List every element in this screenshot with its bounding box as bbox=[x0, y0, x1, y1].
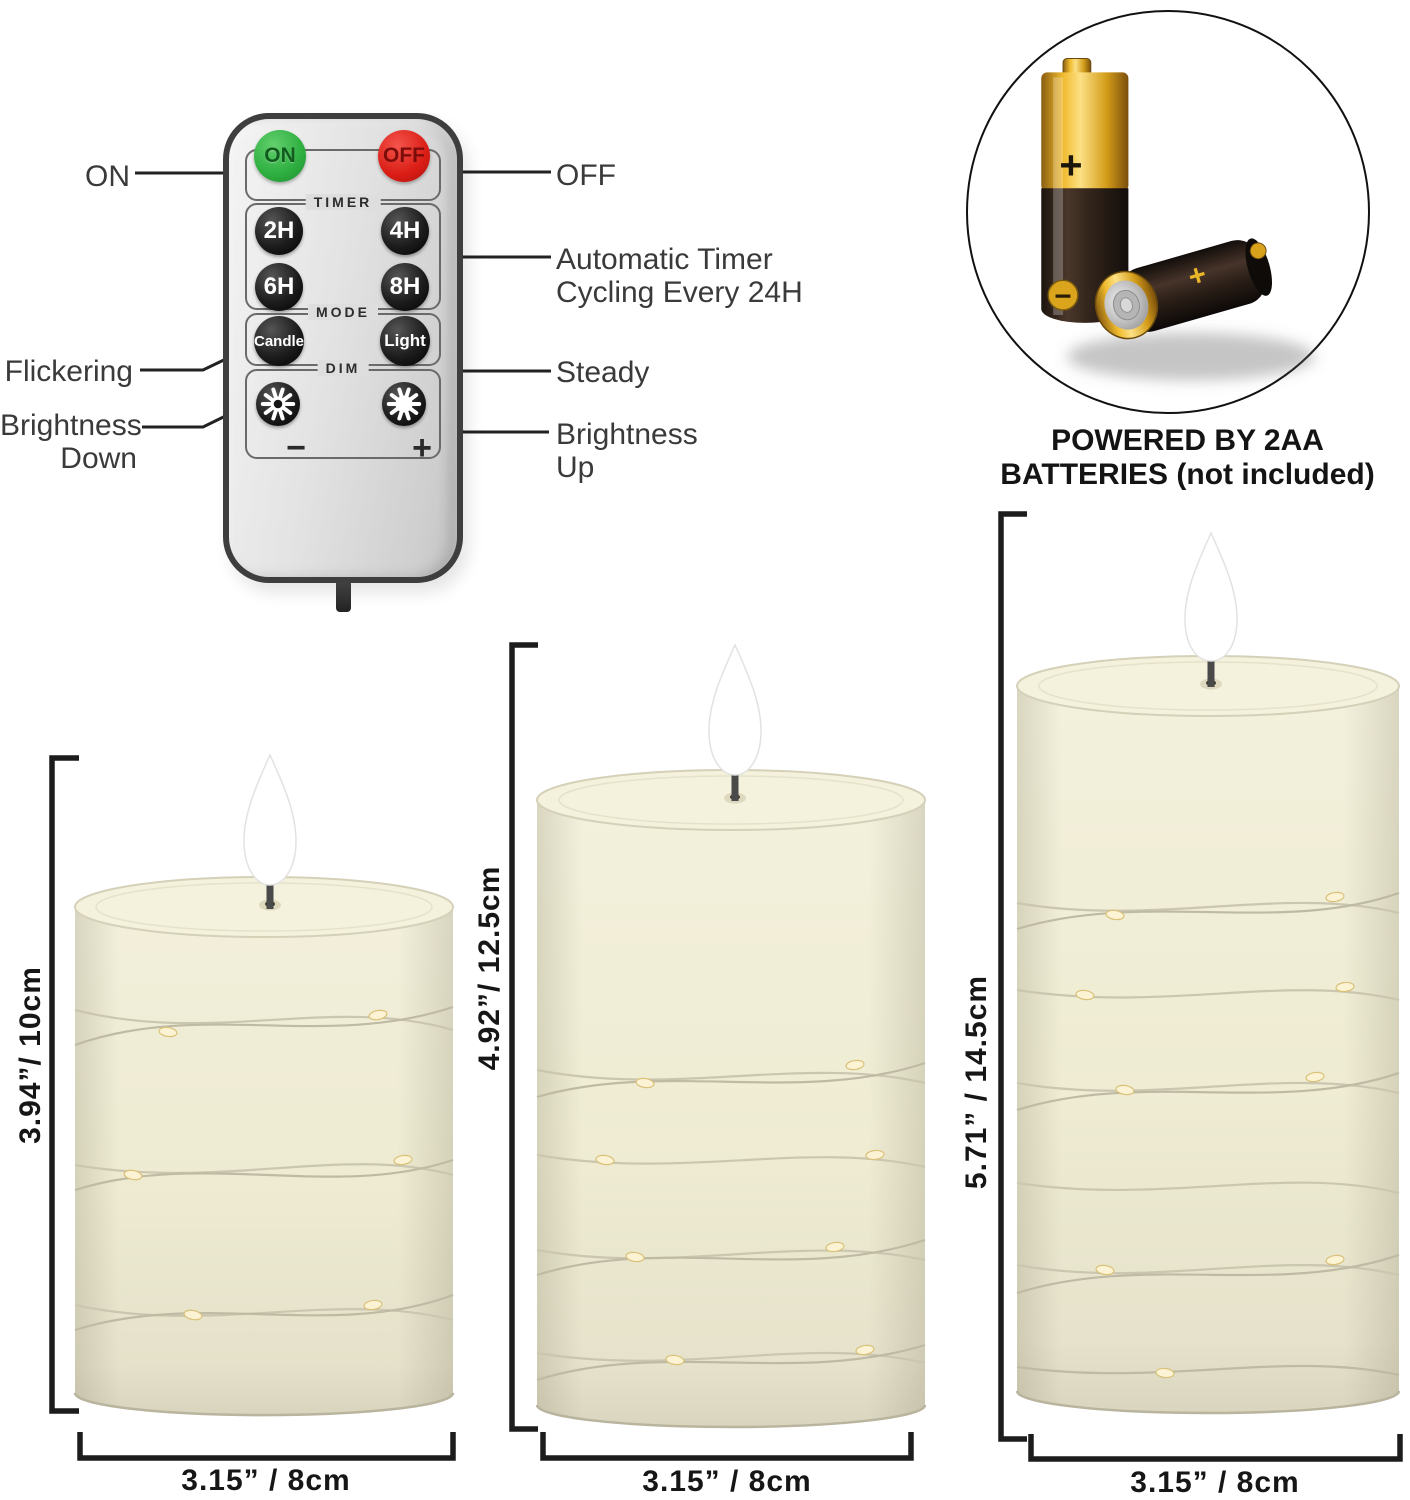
callout-brightness-down-line2: Down bbox=[60, 442, 137, 475]
candle-medium-string-lights bbox=[536, 1059, 926, 1382]
remote-mode-section: MODE Candle Light bbox=[245, 304, 441, 366]
brightness-down-button bbox=[256, 382, 300, 426]
width-label-small: 3.15” / 8cm bbox=[181, 1464, 351, 1497]
timer-section-label: TIMER bbox=[305, 194, 381, 210]
timer-button-2h: 2H bbox=[255, 207, 303, 255]
callout-brightness-down-line1: Brightness bbox=[0, 409, 142, 442]
dim-section-label: DIM bbox=[317, 360, 369, 376]
callout-label-timer: Automatic Timer Cycling Every 24H bbox=[556, 243, 803, 309]
flame-icon bbox=[1184, 531, 1238, 662]
led-beads bbox=[595, 1059, 885, 1366]
led-beads bbox=[1075, 891, 1355, 1379]
timer-button-4h: 4H bbox=[381, 207, 429, 255]
light-mode-button: Light bbox=[380, 316, 430, 366]
callout-brightness-up-line2: Up bbox=[556, 451, 595, 484]
candle-small-wick-flame bbox=[243, 753, 297, 911]
candle-large-body bbox=[1015, 655, 1401, 1415]
callout-label-flickering: Flickering bbox=[4, 355, 133, 388]
callout-label-steady: Steady bbox=[556, 356, 650, 389]
candle-large bbox=[1015, 531, 1401, 1415]
timer-button-8h: 8H bbox=[381, 263, 429, 311]
battery-caption: POWERED BY 2AA BATTERIES (not included) bbox=[985, 424, 1390, 492]
candle-mode-label: Candle bbox=[254, 332, 305, 350]
candle-small-body bbox=[73, 876, 455, 1417]
candle-small-string-lights bbox=[74, 1005, 454, 1332]
height-label-large-text: 5.71” / 14.5cm bbox=[960, 974, 993, 1190]
callout-label-on: ON bbox=[85, 160, 130, 193]
candle-medium-body bbox=[535, 769, 927, 1429]
timer-6h-label: 6H bbox=[263, 273, 295, 300]
timer-4h-label: 4H bbox=[389, 217, 421, 244]
battery-bubble: + − + bbox=[966, 10, 1370, 414]
candle-small bbox=[73, 753, 455, 1417]
battery-lying-icon: + bbox=[1094, 238, 1272, 340]
candle-large-string-lights bbox=[1016, 891, 1400, 1379]
flame-icon bbox=[708, 643, 762, 776]
brightness-down-icon bbox=[260, 387, 296, 421]
callout-label-brightness-up: Brightness Up bbox=[556, 418, 698, 484]
height-bracket-small bbox=[49, 755, 79, 1414]
callout-timer-line2: Cycling Every 24H bbox=[556, 276, 803, 309]
candle-medium-wick-flame bbox=[708, 643, 762, 804]
battery-plus-symbol: + bbox=[1059, 143, 1082, 187]
remote-bottom-tab bbox=[336, 580, 351, 612]
candle-mode-button: Candle bbox=[254, 316, 304, 366]
callout-brightness-up-line1: Brightness bbox=[556, 418, 698, 451]
brightness-up-icon bbox=[386, 387, 422, 421]
height-label-small-text: 3.94”/ 10cm bbox=[14, 966, 47, 1144]
remote-dim-section: DIM bbox=[245, 360, 441, 467]
remote-timer-section: TIMER 2H 4H 6H 8H bbox=[245, 194, 441, 311]
timer-button-6h: 6H bbox=[255, 263, 303, 311]
width-bracket-large bbox=[1028, 1434, 1403, 1462]
dim-minus-label: − bbox=[286, 429, 306, 467]
battery-caption-line2: BATTERIES (not included) bbox=[1000, 458, 1375, 491]
height-bracket-large bbox=[998, 511, 1027, 1442]
timer-2h-label: 2H bbox=[263, 217, 295, 244]
callout-timer-line1: Automatic Timer bbox=[556, 243, 773, 276]
timer-8h-label: 8H bbox=[389, 273, 421, 300]
light-mode-label: Light bbox=[384, 331, 426, 350]
width-label-medium: 3.15” / 8cm bbox=[642, 1465, 812, 1498]
battery-minus-symbol: − bbox=[1054, 280, 1071, 313]
on-button-label: ON bbox=[264, 144, 296, 167]
width-label-large: 3.15” / 8cm bbox=[1130, 1466, 1300, 1499]
battery-illustration: + − + bbox=[1041, 58, 1315, 381]
brightness-up-button bbox=[382, 382, 426, 426]
off-button: OFF bbox=[378, 130, 430, 182]
battery-shadow bbox=[1067, 332, 1315, 381]
dim-plus-label: + bbox=[412, 429, 432, 467]
width-bracket-small bbox=[77, 1432, 456, 1461]
callout-label-off: OFF bbox=[556, 159, 616, 192]
candle-medium bbox=[535, 643, 927, 1429]
on-button: ON bbox=[254, 130, 306, 182]
width-bracket-medium bbox=[540, 1432, 914, 1461]
candle-large-wick-flame bbox=[1184, 531, 1238, 690]
led-beads bbox=[123, 1009, 413, 1321]
flame-icon bbox=[243, 753, 297, 886]
callout-label-brightness-down: Brightness Down bbox=[0, 409, 142, 475]
height-label-medium-text: 4.92”/ 12.5cm bbox=[473, 865, 506, 1071]
height-bracket-medium bbox=[509, 642, 538, 1432]
off-button-label: OFF bbox=[383, 144, 425, 167]
remote-control: ON OFF TIMER 2H 4H 6H 8H MODE Candle Lig… bbox=[223, 113, 463, 583]
mode-section-label: MODE bbox=[308, 304, 378, 320]
battery-caption-line1: POWERED BY 2AA bbox=[1051, 424, 1324, 457]
